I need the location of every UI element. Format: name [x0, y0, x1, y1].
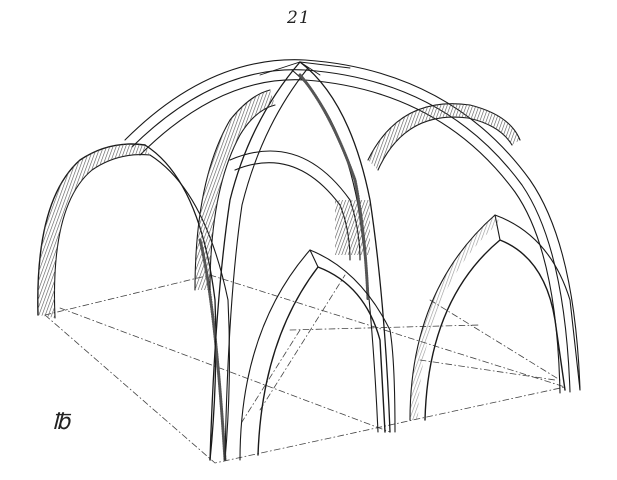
front-wall-arch-right	[409, 214, 581, 421]
front-wall-arch-left	[239, 249, 396, 461]
diagonal-ribs	[209, 61, 391, 461]
back-right-arch	[367, 103, 521, 171]
page-number: 21	[287, 8, 311, 28]
back-left-arch	[194, 89, 370, 291]
ridge-lines	[259, 61, 351, 76]
floor-plan-lines	[44, 274, 566, 464]
artist-monogram: ℔	[52, 410, 70, 435]
